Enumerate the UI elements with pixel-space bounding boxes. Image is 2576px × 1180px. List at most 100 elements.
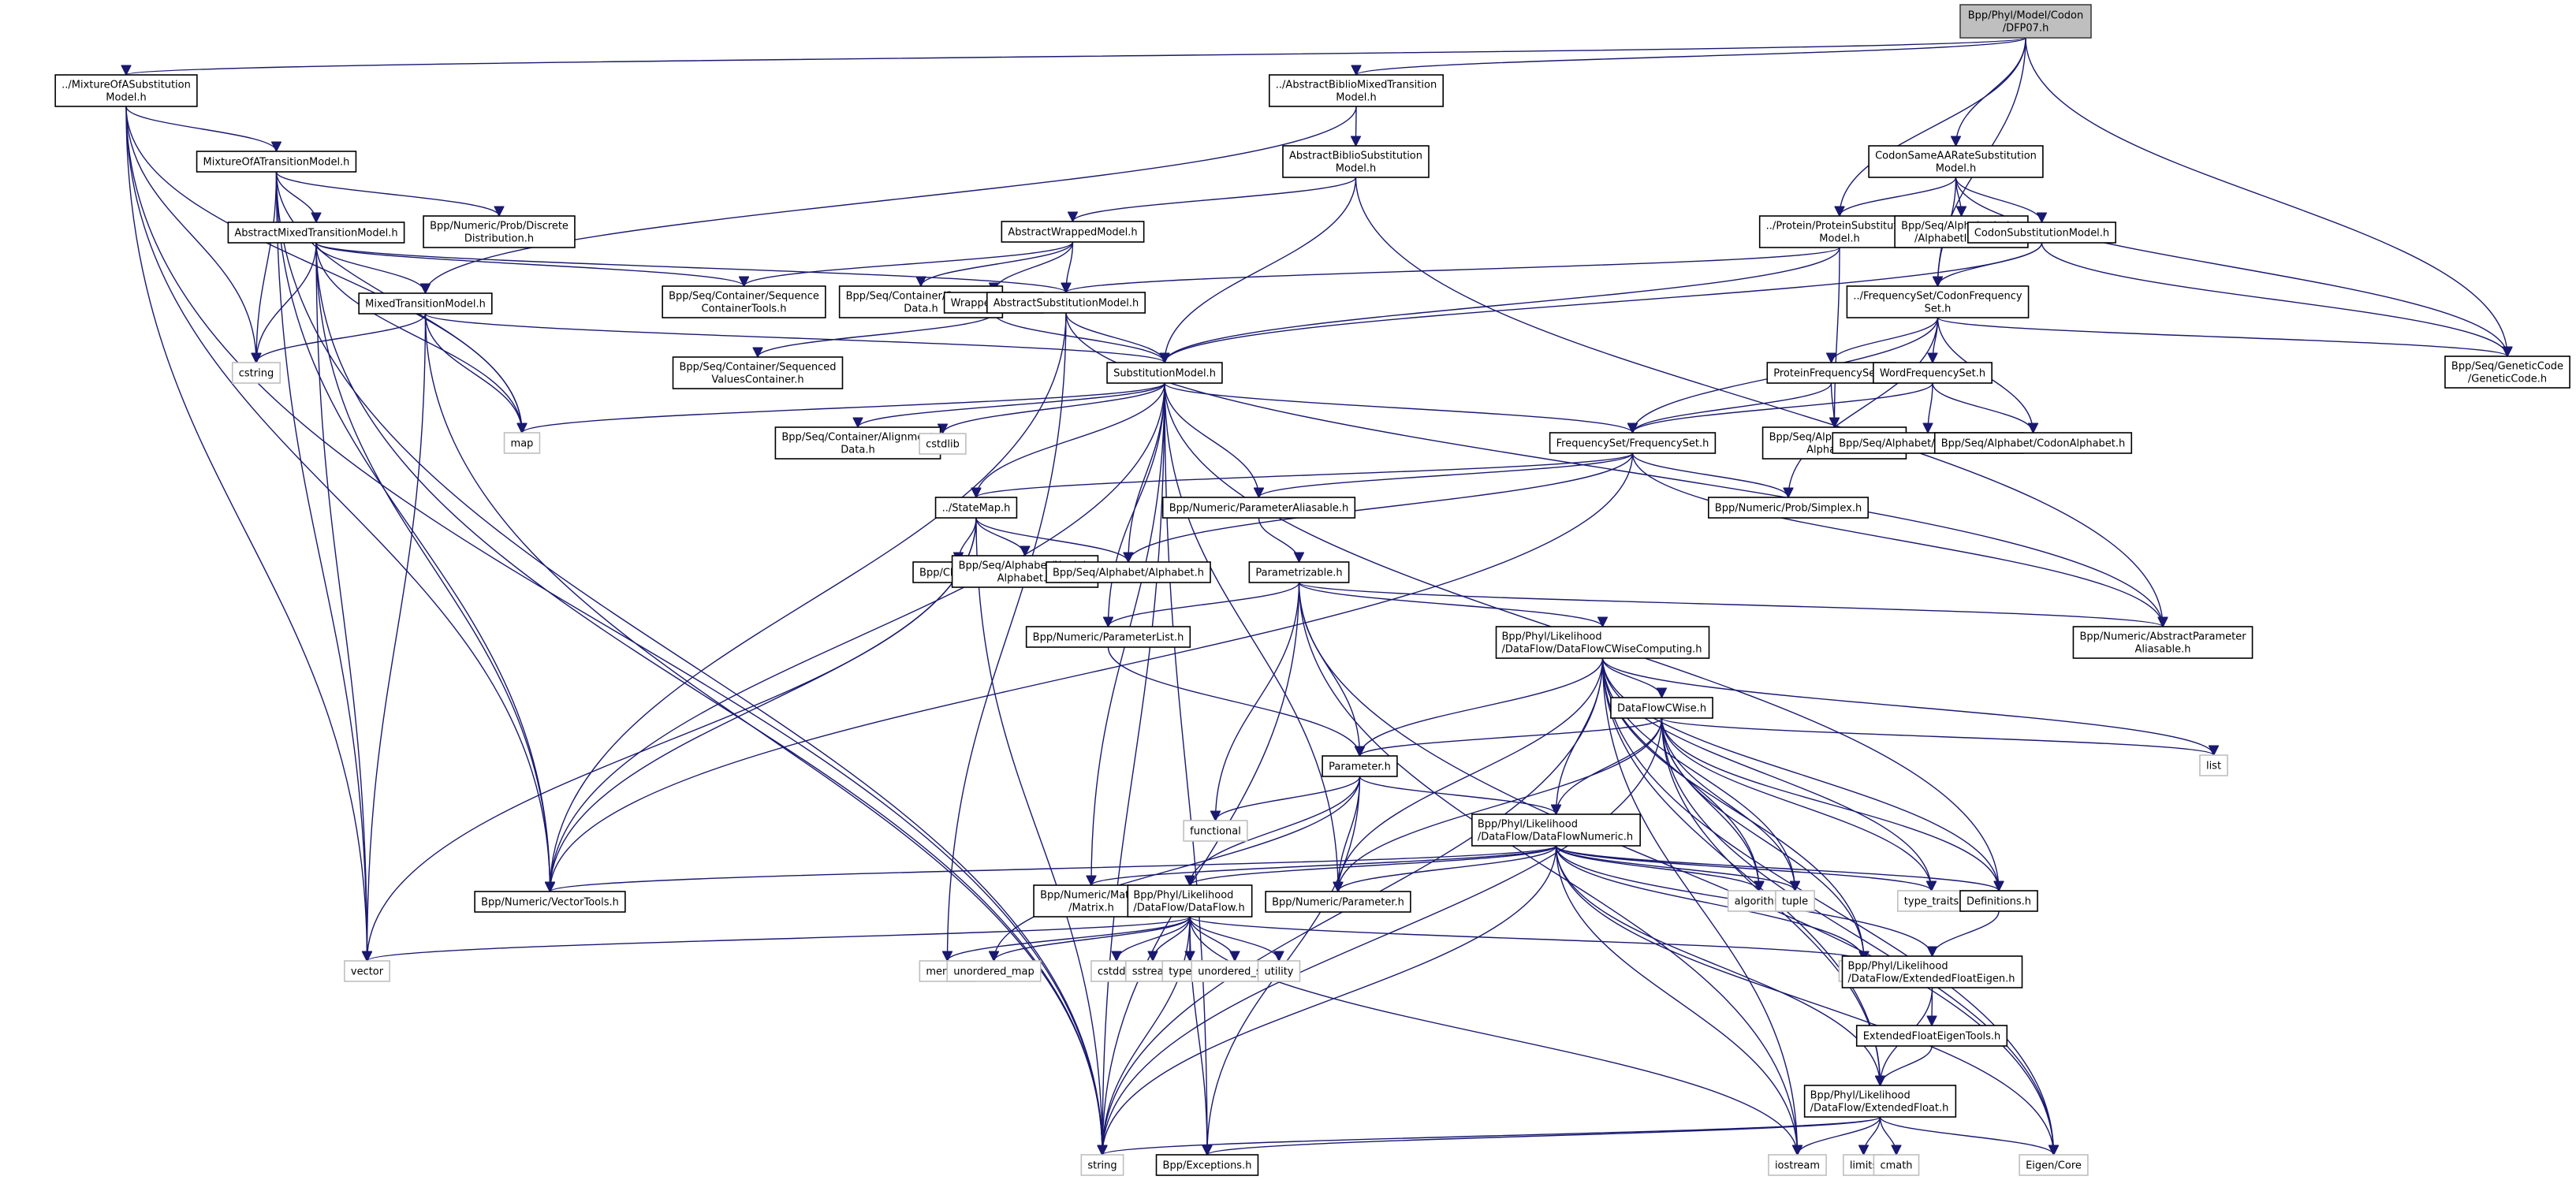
edge-paramalias-to-parametrizable	[1258, 517, 1299, 563]
node-label: /GeneticCode.h	[2468, 374, 2547, 385]
node-box	[54, 74, 198, 107]
node-definitions[interactable]: Definitions.h	[1959, 890, 2038, 912]
node-eigencore: Eigen/Core	[2019, 1154, 2089, 1176]
node-label: Bpp/Seq/Container/Sequence	[669, 291, 819, 303]
edge-codsameaa-to-geneticcode	[1955, 177, 2508, 356]
node-parameter[interactable]: Parameter.h	[1322, 755, 1398, 777]
node-exceptions[interactable]: Bpp/Exceptions.h	[1155, 1154, 1259, 1176]
node-box	[1257, 960, 1301, 982]
node-freqset[interactable]: FrequencySet/FrequencySet.h	[1549, 432, 1717, 454]
node-dfnumeric[interactable]: Bpp/Phyl/Likelihood/DataFlow/DataFlowNum…	[1471, 813, 1641, 847]
node-label: Bpp/Seq/Alphabet/CodonAlphabet.h	[1941, 438, 2126, 450]
node-label: ExtendedFloatEigenTools.h	[1863, 1031, 2001, 1043]
node-parametrizable[interactable]: Parametrizable.h	[1248, 561, 1350, 583]
node-statemap[interactable]: ../StateMap.h	[934, 497, 1018, 519]
node-box	[1471, 813, 1641, 847]
edge-mixedtrans-to-vector	[367, 313, 427, 961]
node-abswrapped[interactable]: AbstractWrappedModel.h	[1001, 221, 1145, 243]
node-label: DataFlowCWise.h	[1617, 703, 1706, 715]
node-label: SubstitutionModel.h	[1113, 368, 1216, 380]
node-dfcwcomp[interactable]: Bpp/Phyl/Likelihood/DataFlow/DataFlowCWi…	[1495, 626, 1710, 659]
node-alphabet[interactable]: Bpp/Seq/Alphabet/Alphabet.h	[1046, 561, 1211, 583]
edge-dfnumeric-to-tuple	[1555, 845, 1795, 892]
node-label: cstring	[239, 368, 274, 380]
node-dataflow[interactable]: Bpp/Phyl/Likelihood/DataFlow/DataFlow.h	[1127, 884, 1253, 918]
node-box	[1610, 697, 1713, 719]
edge-freqset-to-statemap	[976, 452, 1634, 498]
edge-dataflow-to-iostream	[1189, 916, 1798, 1155]
node-abssub[interactable]: AbstractSubstitutionModel.h	[986, 292, 1146, 314]
edge-dataflow-to-string	[1102, 916, 1191, 1155]
node-box	[1873, 1154, 1920, 1176]
node-simplex[interactable]: Bpp/Numeric/Prob/Simplex.h	[1707, 497, 1870, 519]
node-box	[1959, 890, 2038, 912]
node-seqconttools[interactable]: Bpp/Seq/Container/SequenceContainerTools…	[662, 285, 826, 318]
node-box	[1967, 221, 2116, 244]
node-absmixtrans[interactable]: AbstractMixedTransitionModel.h	[227, 221, 405, 244]
edge-absbibsub-to-submodel	[1165, 177, 1357, 363]
node-geneticcode[interactable]: Bpp/Seq/GeneticCode/GeneticCode.h	[2444, 355, 2570, 389]
node-seqvalcont[interactable]: Bpp/Seq/Container/SequencedValuesContain…	[672, 356, 844, 389]
edge-freqset-to-paramalias	[1259, 452, 1634, 498]
node-dfp07[interactable]: Bpp/Phyl/Model/Codon/DFP07.h	[1959, 4, 2092, 39]
node-codonalpha[interactable]: Bpp/Seq/Alphabet/CodonAlphabet.h	[1933, 432, 2133, 454]
edge-extfloat-to-eigencore	[1879, 1116, 2054, 1156]
edge-dfnumeric-to-eigencore	[1555, 845, 2054, 1155]
node-label: string	[1087, 1160, 1117, 1172]
node-codsub[interactable]: CodonSubstitutionModel.h	[1967, 221, 2116, 244]
node-paramlist[interactable]: Bpp/Numeric/ParameterList.h	[1025, 626, 1191, 648]
node-label: Distribution.h	[464, 233, 534, 245]
node-cstdlib: cstdlib	[919, 433, 967, 455]
node-vectortools[interactable]: Bpp/Numeric/VectorTools.h	[474, 891, 626, 913]
node-box	[1265, 891, 1411, 913]
edge-codsameaa-to-codsub	[1955, 177, 2042, 223]
node-efeigen[interactable]: Bpp/Phyl/Likelihood/DataFlow/ExtendedFlo…	[1841, 955, 2023, 988]
edge-mixedtrans-to-submodel	[424, 313, 1165, 363]
node-label: map	[511, 438, 534, 450]
edge-dataflow-to-memory	[948, 916, 1191, 962]
edge-dfp07-to-mixsub	[126, 37, 2026, 75]
node-extfloat[interactable]: Bpp/Phyl/Likelihood/DataFlow/ExtendedFlo…	[1803, 1085, 1957, 1118]
node-submodel[interactable]: SubstitutionModel.h	[1106, 362, 1223, 384]
node-box	[231, 362, 281, 384]
node-wordfreq[interactable]: WordFrequencySet.h	[1873, 362, 1993, 384]
node-map: map	[503, 432, 541, 454]
node-label: /DataFlow/ExtendedFloatEigen.h	[1847, 973, 2015, 985]
node-label: Bpp/Seq/GeneticCode	[2451, 361, 2563, 373]
edge-protsub-to-submodel	[1165, 247, 1840, 363]
edge-definitions-to-efeigen	[1933, 910, 2000, 957]
edge-dfnumeric-to-typetraits	[1555, 845, 1932, 892]
node-cmath: cmath	[1873, 1154, 1920, 1176]
edge-mixsub-to-cstring	[125, 106, 256, 363]
node-paramalias[interactable]: Bpp/Numeric/ParameterAliasable.h	[1161, 497, 1356, 519]
node-label: Bpp/Numeric/VectorTools.h	[481, 897, 619, 909]
edge-codsub-to-submodel	[1165, 242, 2043, 363]
node-box	[1868, 145, 2044, 178]
node-box	[196, 151, 357, 173]
edge-freqset-to-absparamalias	[1631, 452, 2164, 627]
node-box	[986, 292, 1146, 314]
edge-dfcwcomp-to-dfnumeric	[1556, 657, 1604, 814]
node-efeigentools[interactable]: ExtendedFloatEigenTools.h	[1855, 1025, 2008, 1047]
edge-parametrizable-to-iostream	[1298, 582, 1798, 1155]
node-dfcwise[interactable]: DataFlowCWise.h	[1610, 697, 1713, 719]
edge-dfp07-to-codsameaa	[1956, 37, 2026, 146]
edge-parametrizable-to-functional	[1216, 582, 1300, 821]
node-mixedtrans[interactable]: MixedTransitionModel.h	[358, 292, 493, 315]
edge-dfnumeric-to-iostream	[1555, 845, 1798, 1155]
edge-statemap-to-vector	[367, 517, 977, 961]
node-label: ProteinFrequencySet.h	[1773, 368, 1888, 380]
node-label: Bpp/Phyl/Likelihood	[1502, 631, 1602, 643]
node-numparam[interactable]: Bpp/Numeric/Parameter.h	[1265, 891, 1411, 913]
node-label: /DFP07.h	[2003, 23, 2049, 35]
node-mixtrans[interactable]: MixtureOfATransitionModel.h	[196, 151, 357, 173]
node-box	[919, 433, 967, 455]
